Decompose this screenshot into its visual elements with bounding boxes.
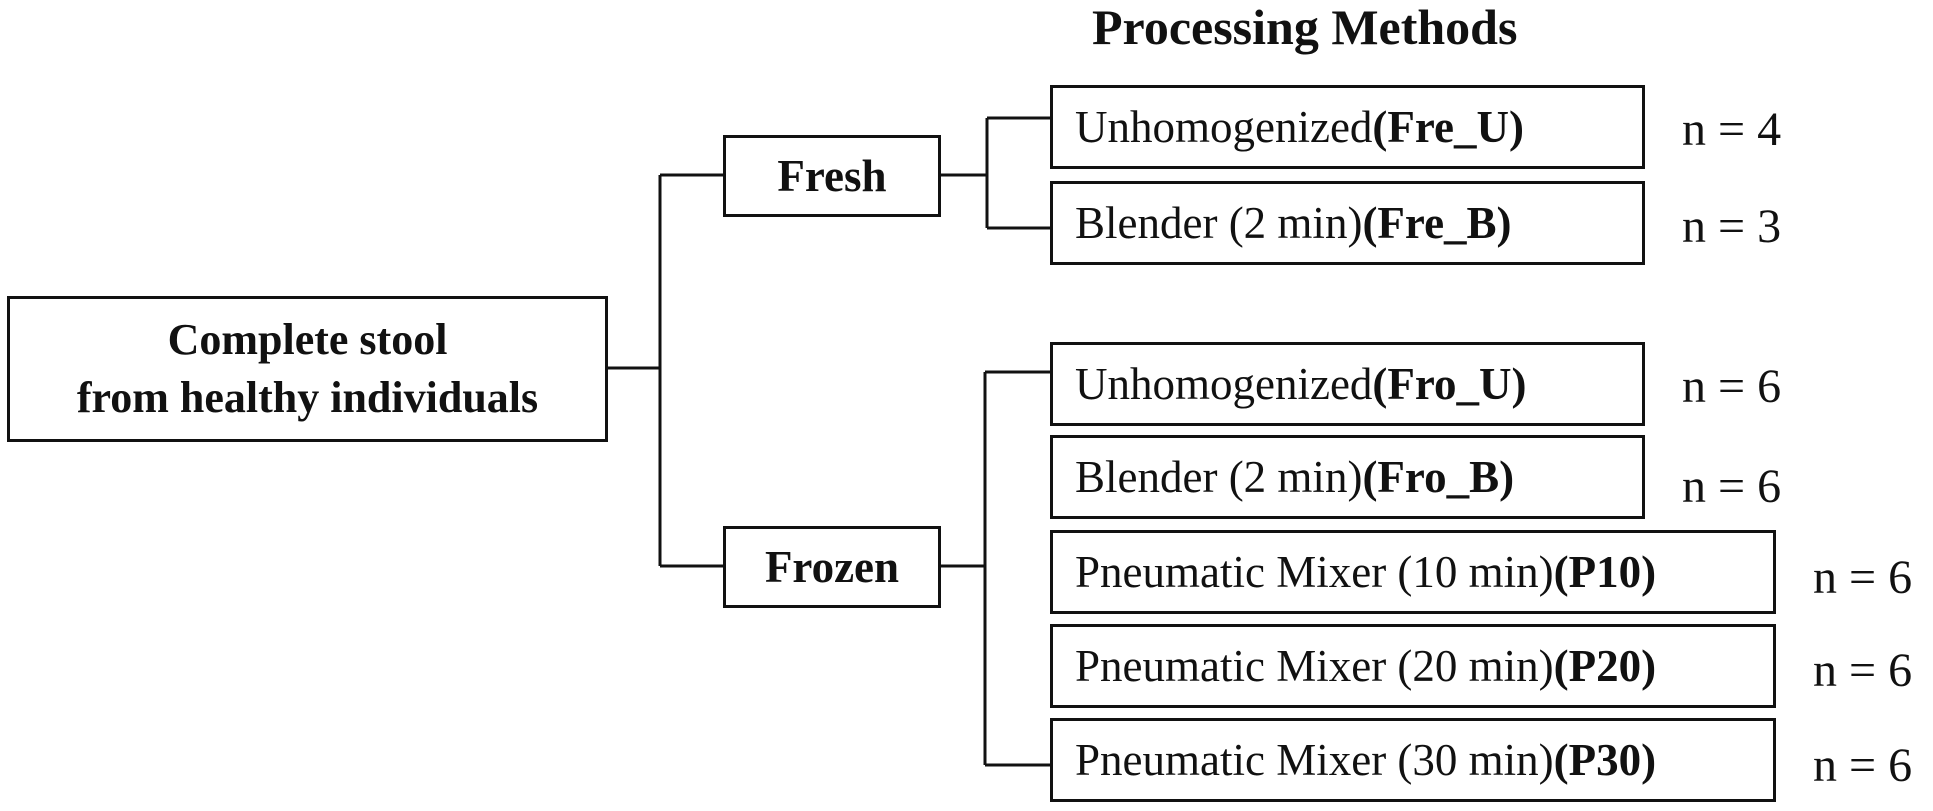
method-fre-b: Blender (2 min) (Fre_B): [1050, 181, 1645, 265]
method-fro-b: Blender (2 min) (Fro_B): [1050, 435, 1645, 519]
method-code: (Fro_B): [1362, 452, 1515, 502]
count-fro-b: n = 6: [1682, 460, 1782, 513]
method-fre-u: Unhomogenized (Fre_U): [1050, 85, 1645, 169]
method-name: Unhomogenized: [1075, 102, 1373, 152]
root-line-2: from healthy individuals: [76, 373, 539, 422]
fresh-label: Fresh: [777, 151, 887, 201]
root-node: Complete stool from healthy individuals: [7, 296, 608, 442]
method-code: (P10): [1553, 547, 1657, 597]
method-code: (P30): [1553, 735, 1657, 785]
count-p30: n = 6: [1813, 739, 1913, 792]
frozen-label: Frozen: [764, 542, 900, 592]
method-code: (P20): [1553, 641, 1657, 691]
method-name: Pneumatic Mixer (10 min): [1075, 547, 1554, 597]
method-fro-u: Unhomogenized (Fro_U): [1050, 342, 1645, 426]
method-code: (Fro_U): [1372, 359, 1527, 409]
method-name: Pneumatic Mixer (30 min): [1075, 735, 1554, 785]
method-p30: Pneumatic Mixer (30 min) (P30): [1050, 718, 1776, 802]
count-fro-u: n = 6: [1682, 360, 1782, 413]
frozen-node: Frozen: [723, 526, 941, 608]
count-p10: n = 6: [1813, 551, 1913, 604]
fresh-node: Fresh: [723, 135, 941, 217]
method-name: Blender (2 min): [1075, 452, 1363, 502]
method-name: Unhomogenized: [1075, 359, 1373, 409]
method-code: (Fre_U): [1372, 102, 1525, 152]
count-p20: n = 6: [1813, 644, 1913, 697]
method-p10: Pneumatic Mixer (10 min) (P10): [1050, 530, 1776, 614]
count-fre-u: n = 4: [1682, 103, 1782, 156]
method-code: (Fre_B): [1362, 198, 1512, 248]
root-line-1: Complete stool: [167, 315, 448, 364]
count-fre-b: n = 3: [1682, 200, 1782, 253]
method-p20: Pneumatic Mixer (20 min) (P20): [1050, 624, 1776, 708]
method-name: Pneumatic Mixer (20 min): [1075, 641, 1554, 691]
diagram-title: Processing Methods: [1092, 0, 1518, 55]
method-name: Blender (2 min): [1075, 198, 1363, 248]
